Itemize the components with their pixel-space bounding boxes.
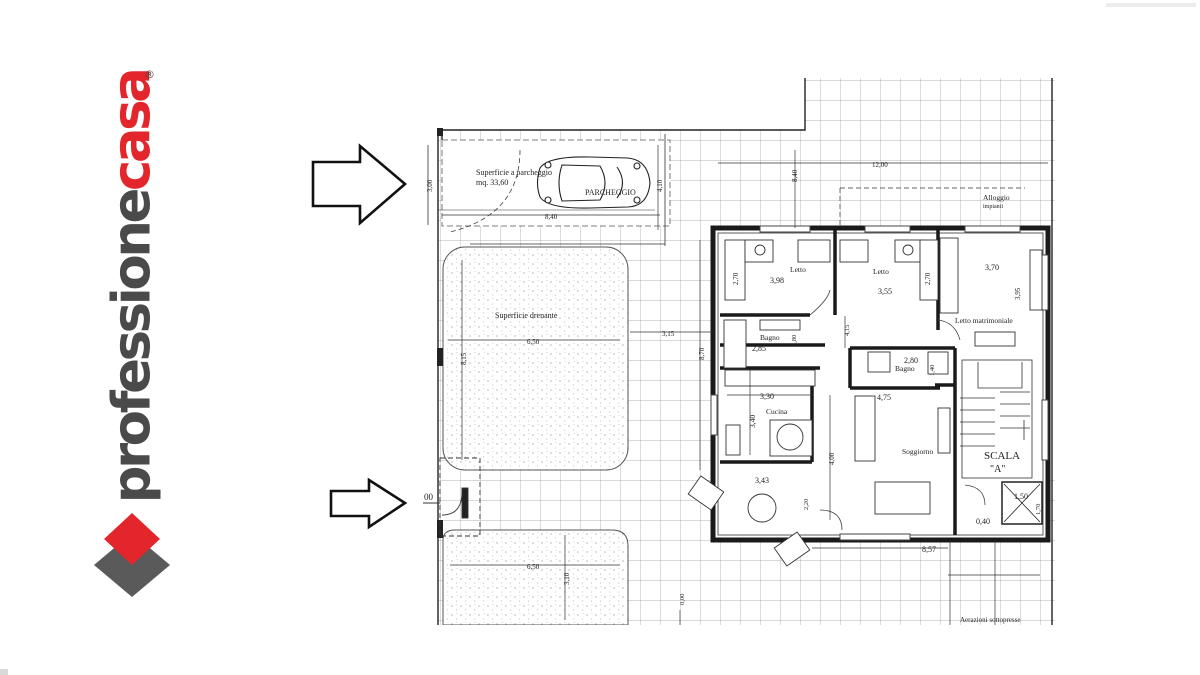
top-bar: [1106, 3, 1196, 7]
dim-label: 3,55: [878, 287, 892, 296]
dim-label: 12,00: [872, 161, 888, 169]
plant-room-label-2: impianti: [983, 204, 1003, 210]
arrow-right-icon: [329, 477, 408, 530]
logo-wordmark: professionecasa ®: [92, 62, 172, 512]
dim-label: 00: [424, 492, 434, 502]
dim-label: 8,70: [698, 347, 706, 360]
room-label-bedroom-2: Letto: [873, 267, 889, 276]
logo-diamond-red: [104, 513, 160, 565]
logo-text-part1: professione: [101, 191, 163, 504]
dim-label: 2,70: [924, 272, 932, 285]
plant-room-label: Alloggio: [983, 193, 1010, 202]
dim-label: 3,70: [985, 263, 999, 272]
dim-label: 1,80: [791, 335, 798, 346]
dim-label: 0,40: [976, 517, 990, 526]
room-label-living: Soggiorno: [902, 447, 934, 456]
room-label-bath: Bagno: [760, 333, 780, 342]
aeration-label: Aerazioni sottopresse: [960, 616, 1020, 624]
dim-label: 6,50: [527, 338, 540, 346]
dim-label: 3,30: [760, 392, 774, 401]
dimension-lines: [442, 145, 1048, 625]
stair-icon: [960, 359, 1033, 479]
logo-text: professionecasa: [102, 71, 163, 504]
dim-label: 8,15: [460, 352, 468, 365]
dim-label: 4,00: [828, 452, 836, 465]
arrow-right-icon: [311, 143, 407, 226]
dim-label: 2,85: [752, 344, 766, 353]
corner-mark: [0, 669, 8, 675]
dim-label: 6,50: [527, 563, 540, 571]
dim-label: 8,40: [545, 213, 558, 221]
drain-area-top: [442, 246, 629, 471]
dim-label: 3,98: [770, 276, 784, 285]
room-label-master: Letto matrimoniale: [955, 316, 1013, 325]
room-label-bedroom: Letto: [790, 265, 806, 274]
registered-mark: ®: [144, 68, 155, 81]
dim-label: 3,95: [1014, 287, 1022, 300]
dim-label: 3,40: [748, 415, 757, 428]
dim-label: 3,00: [426, 179, 434, 192]
dim-label: 4,15: [844, 325, 851, 336]
drain-area-bottom: [442, 529, 629, 625]
logo-diamond-icon: [94, 513, 170, 597]
dim-label: 3,43: [755, 476, 769, 485]
sofa-icon: [854, 395, 876, 462]
dim-label: 8,57: [922, 545, 936, 554]
dim-label: 2,20: [803, 499, 810, 510]
parking-area-label: Superficie a parcheggio: [476, 168, 552, 177]
dim-label: 3,15: [662, 330, 675, 338]
boundary-lines: [437, 78, 1053, 625]
dim-label: 4,10: [656, 179, 664, 192]
drain-area-label: Superficie drenante: [495, 311, 558, 320]
stair-id-label: "A": [990, 464, 1005, 475]
entrance-gate: [423, 457, 481, 537]
dim-label: 4,75: [877, 393, 891, 402]
stair-label: SCALA: [984, 450, 1020, 462]
room-label-bath-2: Bagno: [895, 364, 915, 373]
room-label-kitchen: Cucina: [766, 407, 788, 416]
dim-label: 3,10: [563, 572, 571, 585]
dining-table-icon: [874, 481, 931, 515]
dim-label: 0,00: [679, 594, 686, 605]
bed-icon: [724, 237, 1043, 347]
dim-label: 8,40: [791, 169, 799, 182]
dim-label: 2,70: [732, 272, 740, 285]
dining-table-icon: [776, 423, 804, 451]
brand-logo: professionecasa ®: [92, 62, 172, 607]
logo-text-part2: casa: [101, 70, 163, 192]
dim-label: 1,50: [1014, 492, 1028, 501]
dim-label: 1,70: [1035, 504, 1042, 515]
dim-label: 2,80: [904, 356, 918, 365]
dim-label: 1,40: [929, 365, 936, 376]
floor-plan: Superficie a parcheggio mq. 33,60 PARCHE…: [311, 78, 1055, 625]
parking-size-label: mq. 33,60: [476, 178, 508, 187]
car-icon: [536, 156, 651, 209]
parking-label: PARCHEGGIO: [585, 188, 636, 197]
